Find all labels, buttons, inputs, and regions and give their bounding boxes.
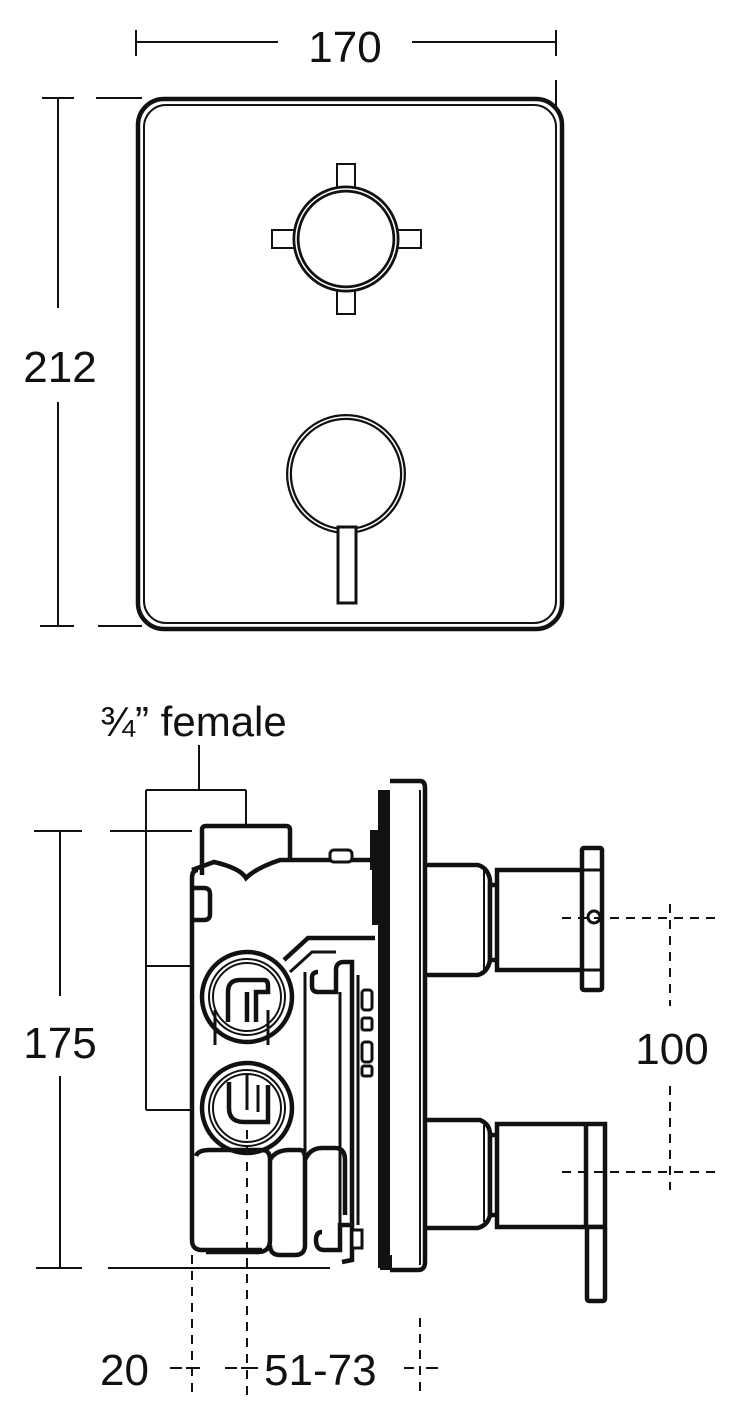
wall-offset-label: 20 xyxy=(100,1346,149,1395)
body-height-label: 175 xyxy=(23,1019,96,1068)
depth-range-label: 51-73 xyxy=(264,1346,377,1395)
upper-port xyxy=(199,949,295,1045)
depth-dimensions xyxy=(170,1130,438,1395)
inlet-leader xyxy=(145,745,247,1111)
upper-control-side xyxy=(425,845,605,993)
cartridge-stem xyxy=(309,848,374,1265)
cover-plate xyxy=(135,96,565,632)
inlet-label: ¾” female xyxy=(100,698,287,745)
front-view: 170 212 xyxy=(23,23,565,632)
handle-spacing-label: 100 xyxy=(635,1025,708,1074)
wall-plate xyxy=(370,778,428,1273)
width-dimension-label: 170 xyxy=(308,23,381,72)
cross-handle-icon xyxy=(271,163,422,315)
lower-port xyxy=(199,1060,295,1156)
height-dimension-label: 212 xyxy=(23,343,96,392)
valve-body xyxy=(189,823,375,1258)
width-dimension xyxy=(135,30,557,108)
lower-control-side xyxy=(425,1117,608,1304)
handle-spacing-dimension xyxy=(562,904,718,1190)
height-dimension xyxy=(40,97,142,627)
body-height-dimension xyxy=(34,830,330,1269)
lever-handle-icon xyxy=(286,414,406,605)
side-view: ¾” female 175 xyxy=(23,698,718,1395)
